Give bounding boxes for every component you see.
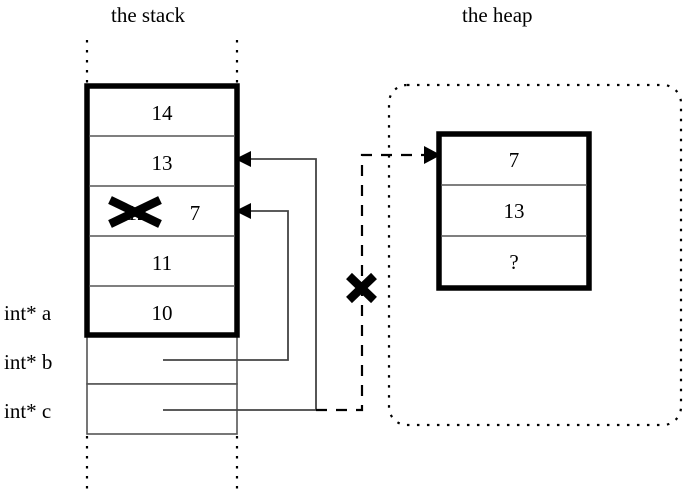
pointer-arrow-c: [163, 151, 317, 411]
heap-title: the heap: [462, 3, 533, 27]
invalidation-cross-icon: [346, 272, 377, 304]
stack-frame: [84, 83, 240, 338]
stack-title: the stack: [111, 3, 186, 27]
stack-cell-value-2-old: 12: [126, 201, 148, 225]
heap-region-boundary: [387, 83, 683, 427]
pointer-arrow-b: [163, 203, 289, 361]
arrowhead-b: [235, 203, 251, 219]
stack-cell-value-4: 10: [151, 301, 173, 325]
variable-label-b: int* b: [4, 350, 53, 374]
heap-cell-value-1: 13: [503, 199, 525, 223]
variable-label-a: int* a: [4, 301, 52, 325]
heap-block: [436, 131, 592, 291]
strikethrough-cross-icon: [108, 196, 162, 228]
heap-cell-value-2: ?: [509, 250, 519, 274]
stack-cell-value-3: 11: [151, 251, 173, 275]
variable-label-c: int* c: [4, 399, 52, 423]
stack-row-c: [86, 383, 238, 435]
stack-cell-value-2-new: 7: [189, 201, 201, 225]
heap-cell-value-0: 7: [508, 148, 520, 172]
arrowhead-c: [235, 151, 251, 167]
arrowhead-heap: [424, 146, 441, 164]
heap-block-border: [436, 131, 592, 291]
stack-cell-value-1: 13: [151, 151, 173, 175]
stack-pointer-rows: [86, 335, 238, 435]
stack-cell-value-0: 14: [151, 101, 173, 125]
dangling-pointer-dashed-arrow: [316, 146, 441, 412]
